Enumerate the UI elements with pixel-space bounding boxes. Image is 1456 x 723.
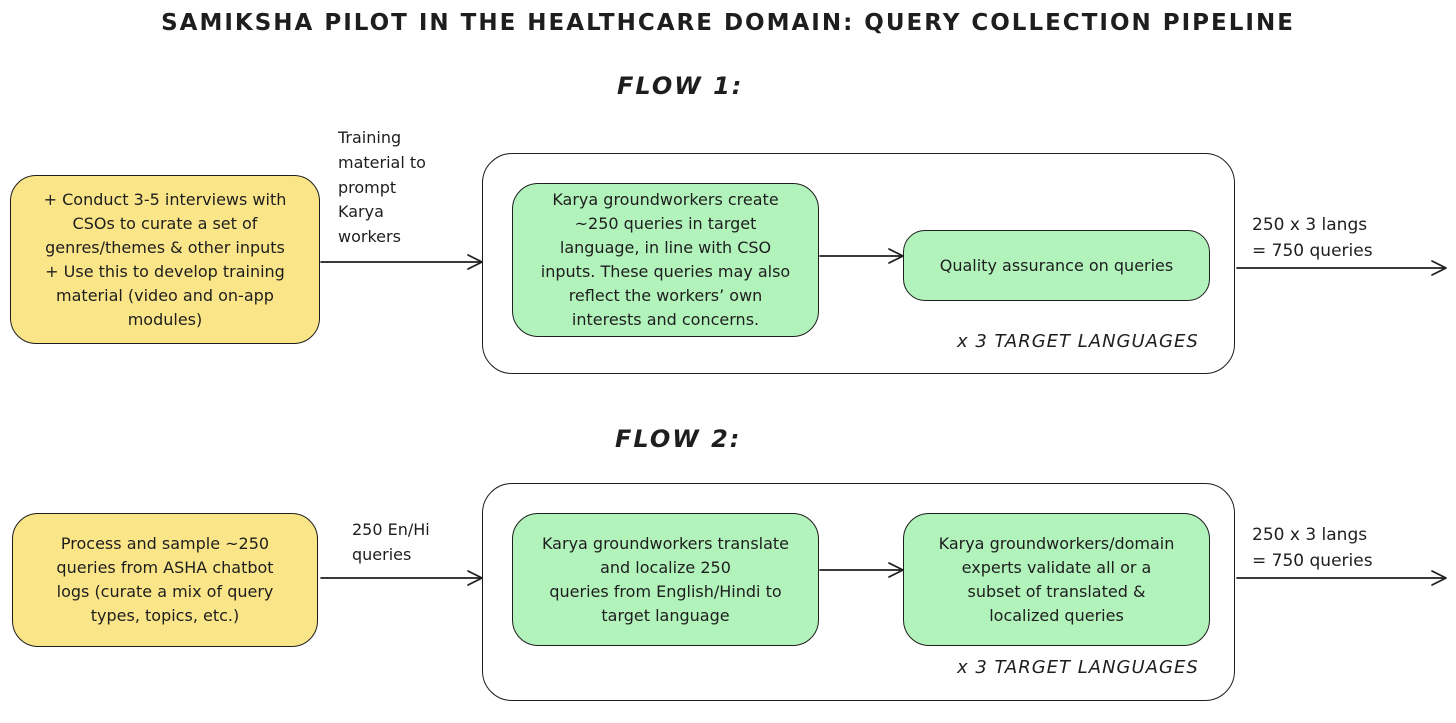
flow2-step2-text: Karya groundworkers/domain experts valid…	[938, 533, 1175, 625]
flow2-target-languages-note: x 3 TARGET LANGUAGES	[957, 657, 1199, 678]
flow1-step2-box: Quality assurance on queries	[903, 230, 1210, 301]
flow1-output-arrow	[1236, 260, 1447, 276]
flow1-input-arrow	[320, 254, 483, 270]
flow2-step1-text: Karya groundworkers translate and locali…	[541, 533, 790, 625]
flow2-input-arrow	[320, 570, 483, 586]
flow1-step1-box: Karya groundworkers create ~250 queries …	[512, 183, 819, 337]
flow2-mid-arrow	[819, 562, 904, 578]
flow1-label: FLOW 1:	[617, 72, 744, 100]
flow1-step2-text: Quality assurance on queries	[939, 255, 1174, 275]
flow2-input-arrow-label: 250 En/Hi queries	[352, 520, 430, 564]
flow2-source-text: Process and sample ~250 queries from ASH…	[56, 534, 274, 625]
flow1-step1-text: Karya groundworkers create ~250 queries …	[540, 190, 791, 329]
flow2-output-arrow	[1236, 570, 1447, 586]
flow1-mid-arrow	[819, 248, 904, 264]
flow1-source-box: + Conduct 3-5 interviews with CSOs to cu…	[10, 175, 320, 344]
flow1-output-arrow-label: 250 x 3 langs = 750 queries	[1252, 215, 1373, 261]
flow2-output-arrow-label: 250 x 3 langs = 750 queries	[1252, 525, 1373, 571]
flow1-target-languages-note: x 3 TARGET LANGUAGES	[957, 331, 1199, 352]
flow2-step2-box: Karya groundworkers/domain experts valid…	[903, 513, 1210, 646]
flow1-source-text: + Conduct 3-5 interviews with CSOs to cu…	[43, 189, 287, 329]
flow2-label: FLOW 2:	[615, 425, 742, 453]
flow2-source-box: Process and sample ~250 queries from ASH…	[12, 513, 318, 647]
flow1-input-arrow-label: Training material to prompt Karya worker…	[338, 128, 426, 247]
diagram-title: SAMIKSHA PILOT IN THE HEALTHCARE DOMAIN:…	[161, 10, 1295, 36]
flow2-step1-box: Karya groundworkers translate and locali…	[512, 513, 819, 646]
